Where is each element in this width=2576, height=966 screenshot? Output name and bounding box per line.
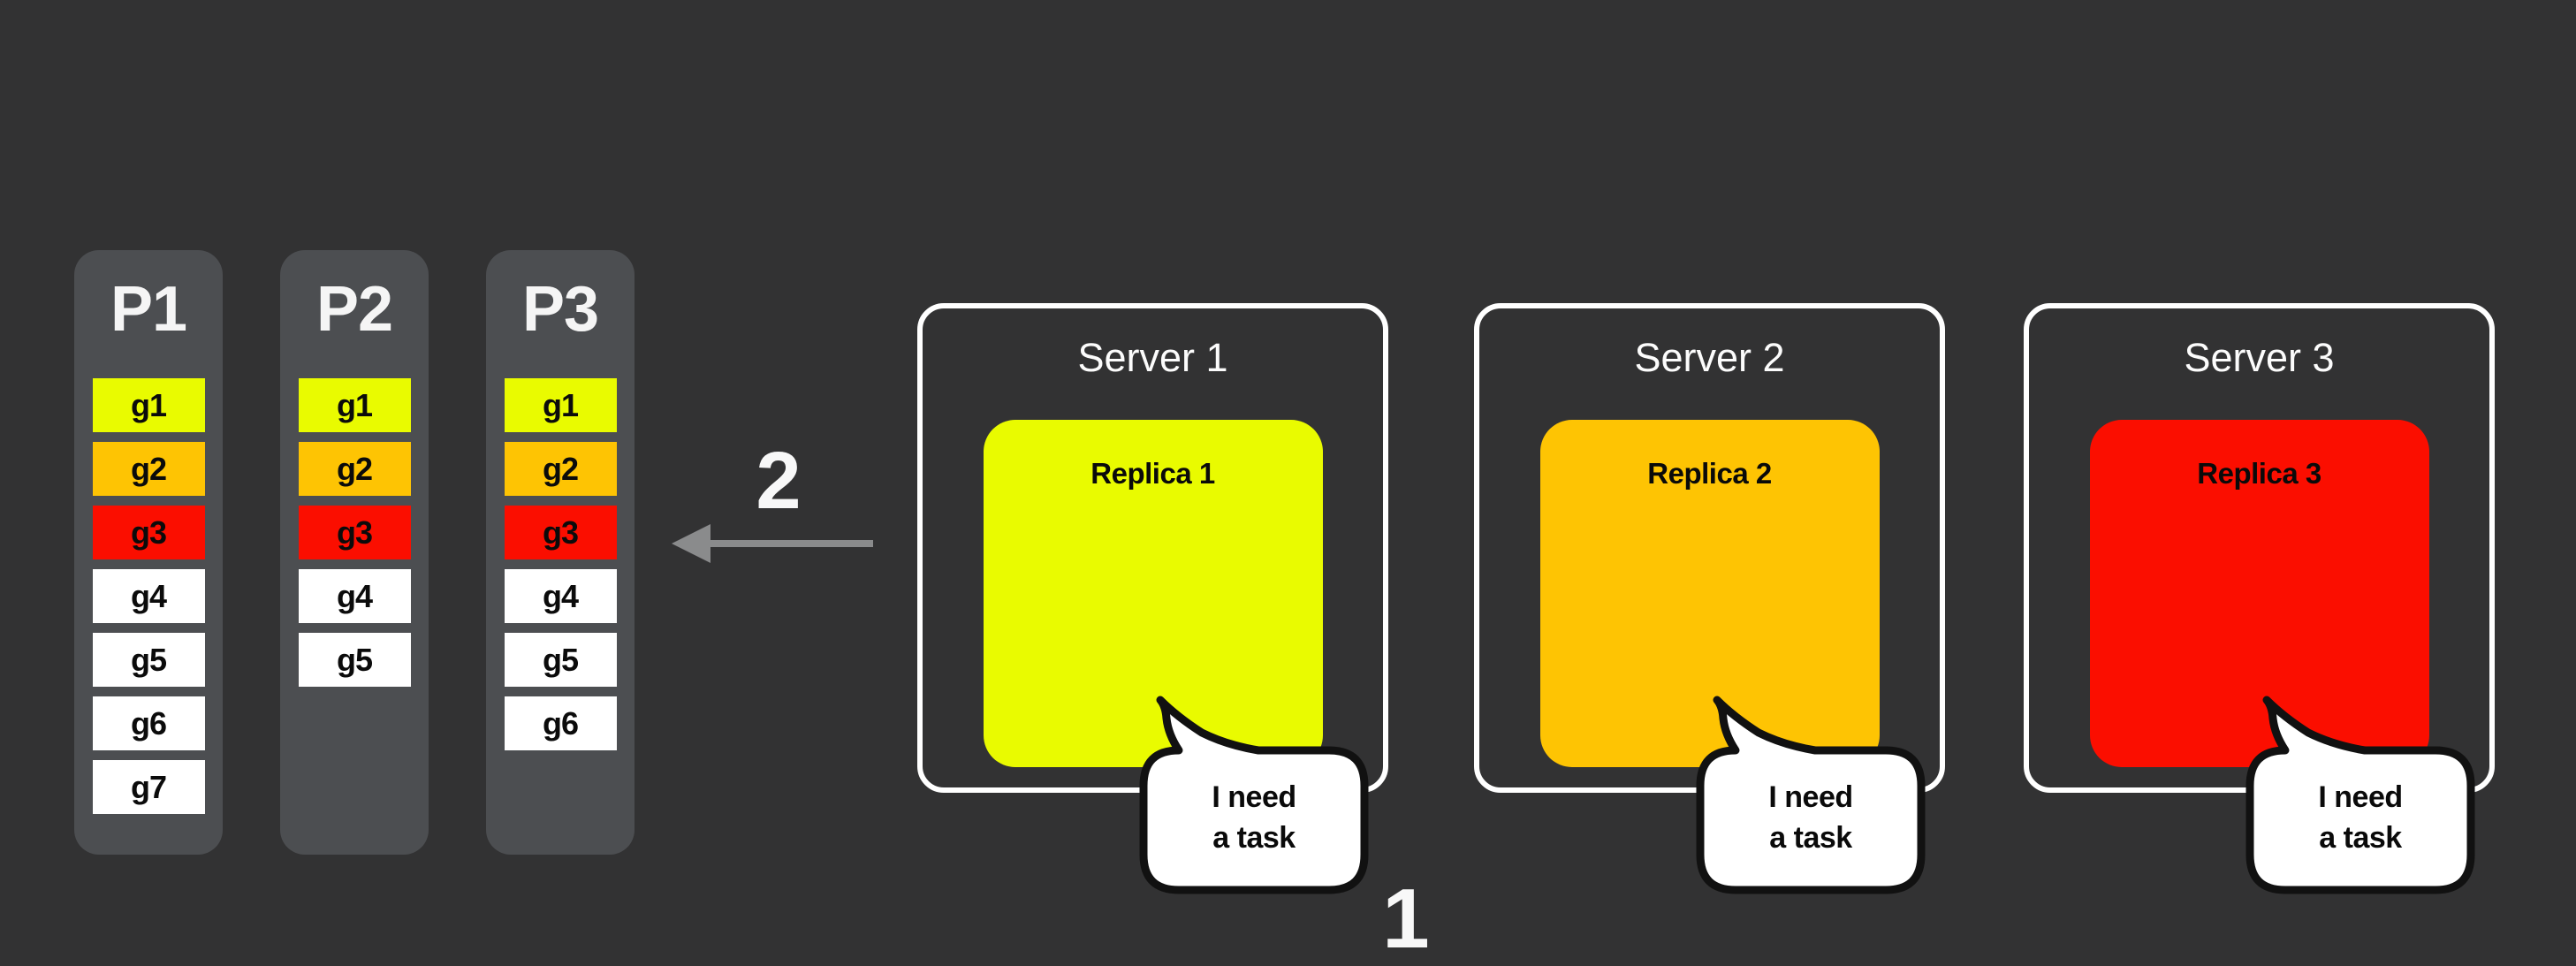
- task-label: g5: [130, 641, 167, 678]
- replica-box: Replica 2: [1539, 420, 1880, 767]
- task-box: g4: [92, 569, 205, 623]
- partition-title: P2: [315, 274, 393, 345]
- replica-box: Replica 3: [2089, 420, 2429, 767]
- task-label: g1: [336, 386, 373, 423]
- task-label: g6: [130, 704, 167, 742]
- speech-bubble: I need a task: [1695, 696, 1926, 895]
- task-box: g1: [298, 378, 411, 432]
- task-label: g2: [130, 450, 167, 487]
- server-box-3: Server 3 Replica 3 I need a task: [2024, 303, 2495, 894]
- task-label: g2: [336, 450, 373, 487]
- bubble-line-1: I need: [1212, 780, 1296, 814]
- replica-box: Replica 1: [983, 420, 1323, 767]
- task-queue: g1 g2 g3 g4 g5: [280, 378, 429, 696]
- arrow-left-icon: [672, 524, 873, 563]
- server-title: Server 3: [2184, 335, 2335, 380]
- task-box: g2: [92, 442, 205, 496]
- task-box: g3: [298, 506, 411, 559]
- speech-bubble-shape: [2245, 696, 2475, 894]
- bubble-line-2: a task: [1769, 821, 1852, 855]
- replica-label: Replica 1: [1090, 457, 1215, 490]
- speech-bubble: I need a task: [1138, 696, 1370, 895]
- task-box: g4: [504, 569, 617, 623]
- task-box: g4: [298, 569, 411, 623]
- bubble-line-1: I need: [1768, 780, 1853, 814]
- task-box: g6: [504, 696, 617, 750]
- replica-label: Replica 2: [1647, 457, 1772, 490]
- task-label: g4: [130, 577, 167, 614]
- task-label: g6: [542, 704, 579, 742]
- bubble-line-1: I need: [2318, 780, 2403, 814]
- task-label: g4: [542, 577, 579, 614]
- step-2-label: 2: [756, 436, 801, 526]
- replica-label: Replica 3: [2197, 457, 2321, 490]
- bubble-line-2: a task: [2319, 821, 2402, 855]
- speech-bubble-shape: [1139, 696, 1369, 894]
- partition-column-3: P3 g1 g2 g3 g4 g5 g6: [486, 250, 635, 855]
- task-box: g1: [92, 378, 205, 432]
- task-label: g4: [336, 577, 373, 614]
- partition-column-2: P2 g1 g2 g3 g4 g5: [280, 250, 429, 855]
- task-label: g3: [336, 513, 373, 551]
- task-label: g1: [130, 386, 167, 423]
- task-label: g5: [336, 641, 373, 678]
- speech-bubble-text: I need a task: [1700, 777, 1921, 858]
- task-box: g5: [298, 633, 411, 687]
- server-box-2: Server 2 Replica 2 I need a task: [1474, 303, 1945, 894]
- task-box: g3: [504, 506, 617, 559]
- speech-bubble: I need a task: [2245, 696, 2476, 895]
- task-queue: g1 g2 g3 g4 g5 g6 g7: [74, 378, 223, 824]
- speech-bubble-text: I need a task: [1144, 777, 1364, 858]
- task-queue: g1 g2 g3 g4 g5 g6: [486, 378, 635, 760]
- task-label: g2: [542, 450, 579, 487]
- bubble-line-2: a task: [1212, 821, 1296, 855]
- task-box: g3: [92, 506, 205, 559]
- task-box: g7: [92, 760, 205, 814]
- task-box: g2: [298, 442, 411, 496]
- task-box: g6: [92, 696, 205, 750]
- task-label: g1: [542, 386, 579, 423]
- speech-bubble-text: I need a task: [2250, 777, 2471, 858]
- partition-column-1: P1 g1 g2 g3 g4 g5 g6 g7: [74, 250, 223, 855]
- task-label: g3: [130, 513, 167, 551]
- server-title: Server 1: [1077, 335, 1228, 380]
- task-box: g5: [92, 633, 205, 687]
- speech-bubble-shape: [1696, 696, 1926, 894]
- task-box: g5: [504, 633, 617, 687]
- task-box: g2: [504, 442, 617, 496]
- task-label: g5: [542, 641, 579, 678]
- partition-title: P1: [110, 274, 187, 345]
- task-box: g1: [504, 378, 617, 432]
- task-label: g7: [130, 768, 167, 805]
- task-label: g3: [542, 513, 579, 551]
- partition-title: P3: [521, 274, 599, 345]
- server-title: Server 2: [1634, 335, 1785, 380]
- server-box-1: Server 1 Replica 1 I need a task: [917, 303, 1388, 894]
